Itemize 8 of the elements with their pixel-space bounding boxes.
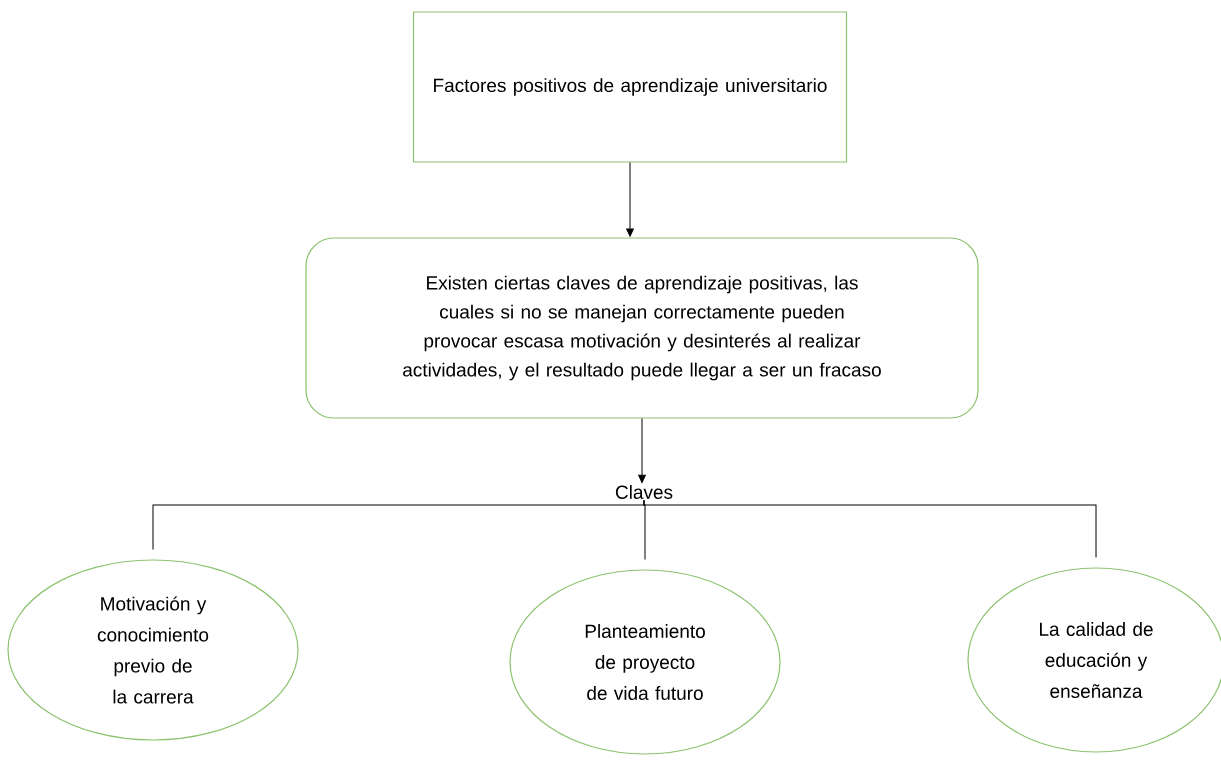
arrow (638, 418, 646, 484)
circle-node: Motivación y conocimiento previo de la carrera (7, 559, 299, 741)
connector-line (643, 499, 1097, 558)
title-box: Factores positivos de aprendizaje universitario (412, 11, 848, 163)
circle-node: Planteamiento de proyecto de vida futuro (509, 569, 781, 755)
heading-text: Claves (615, 485, 673, 499)
rounded-box: Existen ciertas claves de aprendizaje positivas, las cuales si no se manejan correctamente pueden provocar escasa motivación y desinterés al realizar actividades, y el resultado puede llegar a ser un fracaso (305, 237, 979, 419)
arrow (626, 162, 634, 237)
